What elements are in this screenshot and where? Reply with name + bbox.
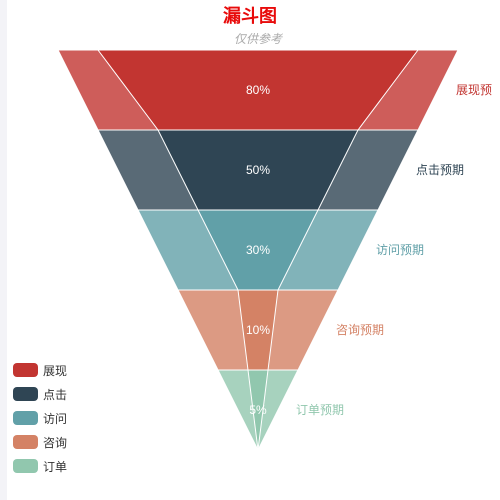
legend-item-订单[interactable]: 订单	[13, 454, 67, 478]
legend-label: 订单	[43, 459, 68, 474]
legend-label: 访问	[43, 411, 68, 426]
legend-label: 点击	[43, 387, 68, 402]
funnel-outer-label: 访问预期	[376, 243, 424, 257]
legend-swatch	[13, 435, 38, 449]
funnel-inner-label: 30%	[246, 243, 270, 257]
funnel-inner-label: 10%	[246, 323, 270, 337]
chart-legend: 展现 点击 访问 咨询 订单	[13, 358, 67, 478]
legend-item-访问[interactable]: 访问	[13, 406, 67, 430]
left-edge-strip	[0, 0, 7, 500]
legend-item-点击[interactable]: 点击	[13, 382, 67, 406]
legend-label: 展现	[43, 363, 68, 378]
funnel-outer-label: 订单预期	[296, 403, 344, 417]
funnel-inner-segment-订单	[247, 369, 269, 451]
funnel-inner-label: 50%	[246, 163, 270, 177]
legend-swatch	[13, 387, 38, 401]
funnel-outer-label: 咨询预期	[336, 322, 384, 337]
funnel-inner-label: 5%	[249, 403, 267, 417]
legend-swatch	[13, 411, 38, 425]
chart-subtitle: 仅供参考	[233, 32, 282, 46]
funnel-outer-label: 点击预期	[416, 163, 464, 177]
funnel-inner-label: 80%	[246, 83, 270, 97]
legend-item-咨询[interactable]: 咨询	[13, 430, 67, 454]
chart-title: 漏斗图	[223, 6, 277, 26]
legend-item-展现[interactable]: 展现	[13, 358, 67, 382]
legend-label: 咨询	[43, 435, 68, 450]
legend-swatch	[13, 363, 38, 377]
funnel-outer-label: 展现预	[456, 83, 492, 97]
legend-swatch	[13, 459, 38, 473]
